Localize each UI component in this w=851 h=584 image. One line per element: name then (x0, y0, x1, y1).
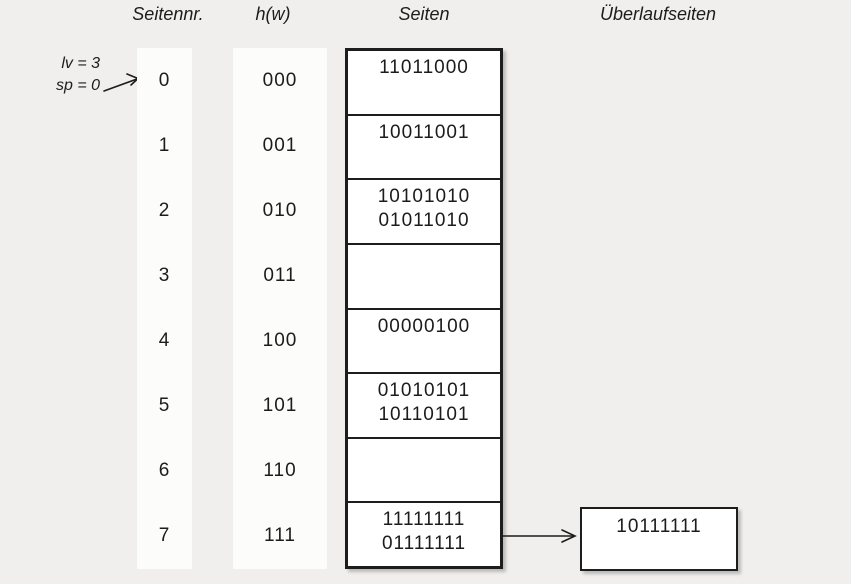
hash-value-label: 010 (262, 199, 298, 221)
page-entry: 11011000 (379, 57, 469, 78)
page-entry: 01011010 (378, 210, 470, 232)
page-number-label: 4 (158, 329, 171, 351)
level-split-annotation: lv = 3 sp = 0 (20, 53, 100, 97)
page-cell-6 (348, 439, 500, 504)
pages-table: 11011000 10011001 10101010 01011010 0000… (345, 48, 503, 569)
page-number-label: 6 (158, 459, 171, 481)
page-number-label: 3 (158, 264, 171, 286)
page-cell-7: 11111111 01111111 (348, 503, 500, 566)
overflow-entry: 10111111 (616, 516, 702, 537)
hash-value-label: 111 (264, 524, 296, 546)
page-number-column: 0 1 2 3 4 5 6 7 (137, 48, 192, 568)
page-cell-2: 10101010 01011010 (348, 180, 500, 245)
page-number-label: 1 (158, 134, 171, 156)
level-value: lv = 3 (61, 55, 100, 72)
page-cell-0: 11011000 (348, 51, 500, 116)
page-number-label: 5 (158, 394, 171, 416)
page-entry: 11111111 (382, 509, 466, 531)
hash-column-background (233, 48, 327, 569)
page-entry: 10101010 (377, 186, 471, 208)
page-number-label: 7 (158, 524, 171, 546)
page-cell-1: 10011001 (348, 116, 500, 181)
page-entry: 00000100 (377, 315, 471, 337)
page-cell-3 (348, 245, 500, 310)
column-header-hash-function: h(w) (255, 4, 291, 24)
hash-value-label: 011 (263, 264, 297, 286)
hash-value-label: 000 (262, 69, 298, 91)
page-entry: 01010101 (377, 380, 471, 402)
page-cell-5: 01010101 10110101 (348, 374, 500, 439)
hash-value-label: 100 (262, 329, 298, 351)
column-header-pages: Seiten (398, 4, 450, 24)
hash-value-label: 110 (263, 459, 297, 481)
hash-value-label: 001 (262, 134, 298, 156)
column-header-overflow-pages: Überlaufseiten (599, 4, 717, 24)
hash-value-column: 000 001 010 011 100 101 110 111 (233, 48, 327, 568)
page-number-label: 0 (158, 69, 171, 91)
split-pointer-value: sp = 0 (55, 77, 100, 94)
column-header-page-number: Seitennr. (132, 4, 204, 24)
overflow-link-arrow-icon (502, 529, 577, 543)
page-cell-4: 00000100 (348, 310, 500, 375)
page-number-label: 2 (158, 199, 171, 221)
page-entry: 01111111 (381, 533, 467, 555)
hash-value-label: 101 (262, 394, 298, 416)
overflow-page-box: 10111111 (580, 507, 738, 571)
page-number-column-background (137, 48, 192, 569)
page-entry: 10011001 (378, 121, 470, 143)
page-entry: 10110101 (378, 404, 470, 426)
